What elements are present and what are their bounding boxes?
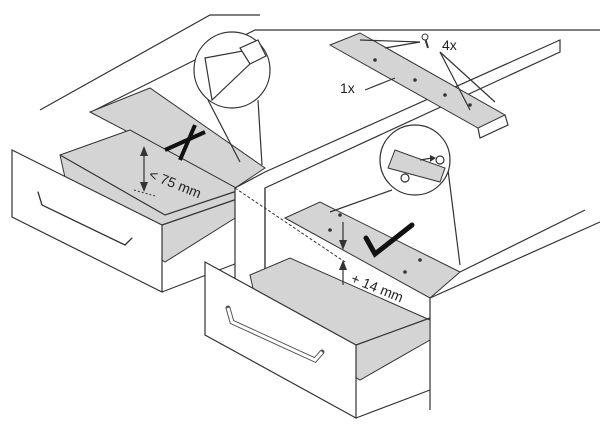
cross-mark-icon <box>164 124 206 161</box>
check-mark-icon <box>363 222 415 258</box>
left-cabinet <box>11 14 600 293</box>
bracket-detail-callout <box>329 124 461 266</box>
mounting-bracket <box>328 32 509 139</box>
saw-detail-callout <box>193 31 271 166</box>
dimension-arrows <box>133 146 347 285</box>
bracket-quantity-label: 1x <box>340 80 355 96</box>
reference-line <box>234 187 346 263</box>
screws-quantity-label: 4x <box>442 37 457 53</box>
